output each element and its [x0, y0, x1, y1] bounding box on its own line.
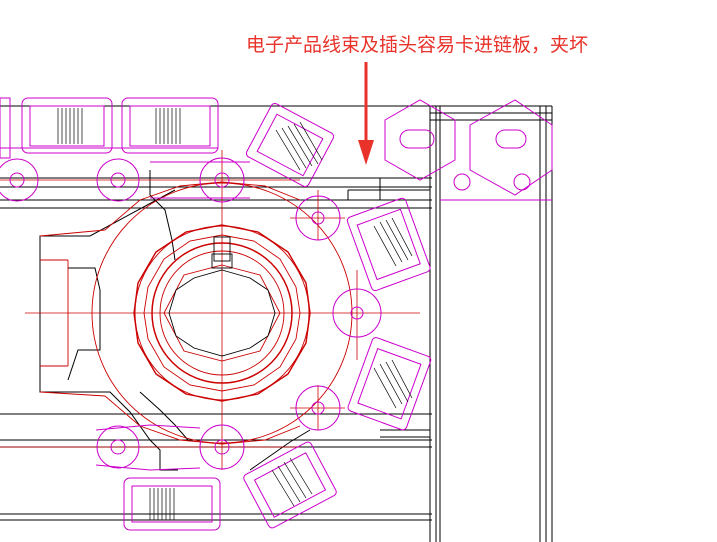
chain-link-top-2	[96, 97, 219, 202]
drive-sprocket	[91, 182, 353, 444]
annotation-text: 电子产品线束及插头容易卡进链板，夹坏	[246, 34, 589, 56]
chain-link-right-2	[347, 337, 432, 431]
frame-lines	[0, 105, 553, 542]
chain-link-slant-2	[243, 441, 337, 529]
chain-link-top-3	[150, 157, 250, 203]
chain-link-external-1	[384, 99, 553, 201]
annotation-arrow	[358, 62, 374, 165]
chain-links	[0, 97, 553, 531]
chain-link-slant-1	[245, 102, 335, 188]
chain-link-right-1	[346, 197, 431, 292]
chain-link-bottom-1	[123, 477, 221, 531]
sprocket-roller-2	[332, 288, 382, 338]
center-lines	[0, 150, 420, 470]
hatching	[57, 108, 413, 520]
sprocket-roller-3	[295, 385, 341, 431]
sprocket-roller-1	[295, 195, 341, 241]
chain-link-top-1	[0, 97, 113, 202]
